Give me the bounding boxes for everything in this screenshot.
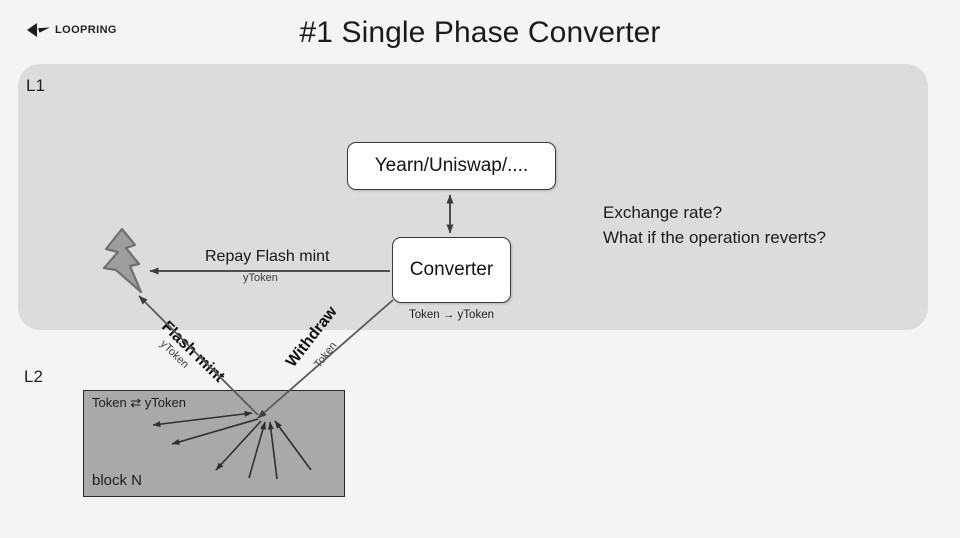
page-title: #1 Single Phase Converter bbox=[299, 16, 661, 49]
l2-layer-label: L2 bbox=[24, 367, 43, 386]
node-converter-label: Converter bbox=[409, 259, 494, 280]
notes-block: Exchange rate? What if the operation rev… bbox=[603, 200, 826, 250]
loopring-arrow-mark bbox=[27, 23, 50, 37]
l2-block-n: Token ⇄ yToken block N bbox=[83, 390, 345, 497]
l2-block-name-label: block N bbox=[92, 472, 143, 489]
edge-repay-flash-mint-label: Repay Flash mint bbox=[205, 248, 330, 265]
logo-wordmark: LOOPRING bbox=[55, 24, 117, 36]
note-line-1: Exchange rate? bbox=[603, 203, 723, 222]
node-converter-sublabel: Token → yToken bbox=[408, 309, 494, 321]
node-converter[interactable]: Converter bbox=[392, 237, 511, 303]
l1-layer-label: L1 bbox=[26, 76, 45, 95]
node-yearn-uniswap[interactable]: Yearn/Uniswap/.... bbox=[347, 142, 556, 190]
note-line-2: What if the operation reverts? bbox=[603, 228, 827, 247]
loopring-logo: LOOPRING bbox=[26, 22, 117, 38]
node-yearn-uniswap-label: Yearn/Uniswap/.... bbox=[374, 155, 529, 176]
l2-block-token-swap-label: Token ⇄ yToken bbox=[92, 395, 186, 410]
edge-repay-flash-mint-sublabel: yToken bbox=[243, 272, 278, 284]
